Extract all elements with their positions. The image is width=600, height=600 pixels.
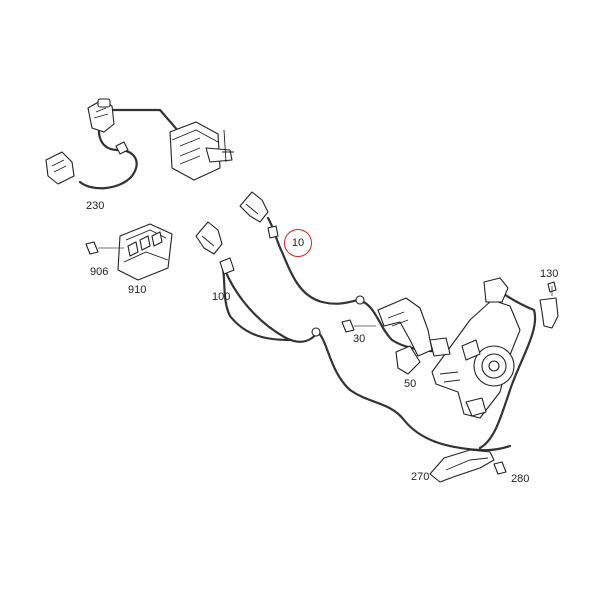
callout-906[interactable]: 906 (90, 266, 109, 278)
callout-910[interactable]: 910 (128, 284, 147, 296)
callout-10-highlighted[interactable]: 10 (284, 229, 312, 257)
part-270-cover[interactable] (429, 449, 495, 483)
part-100-sensor-cable[interactable] (195, 221, 537, 452)
part-280-screw[interactable] (493, 461, 507, 475)
part-906-pin[interactable] (85, 241, 124, 255)
callout-130[interactable]: 130 (540, 268, 559, 280)
part-30-bolt[interactable] (341, 319, 376, 333)
part-130-wheel-speed-sensor[interactable] (539, 281, 559, 329)
part-910-connector-block[interactable] (117, 223, 173, 281)
callout-50[interactable]: 50 (404, 378, 417, 390)
callout-230[interactable]: 230 (86, 200, 105, 212)
part-10-sensor-cable[interactable] (239, 191, 442, 354)
callout-10-label: 10 (291, 237, 305, 249)
callout-100[interactable]: 100 (212, 291, 231, 303)
sensor-bracket[interactable] (377, 297, 451, 375)
callout-30[interactable]: 30 (353, 333, 366, 345)
callout-270[interactable]: 270 (411, 471, 430, 483)
control-module[interactable] (169, 121, 234, 181)
part-230-sensor-cable[interactable] (45, 98, 188, 190)
callout-280[interactable]: 280 (511, 473, 530, 485)
wheel-hub-assembly[interactable] (431, 277, 521, 419)
